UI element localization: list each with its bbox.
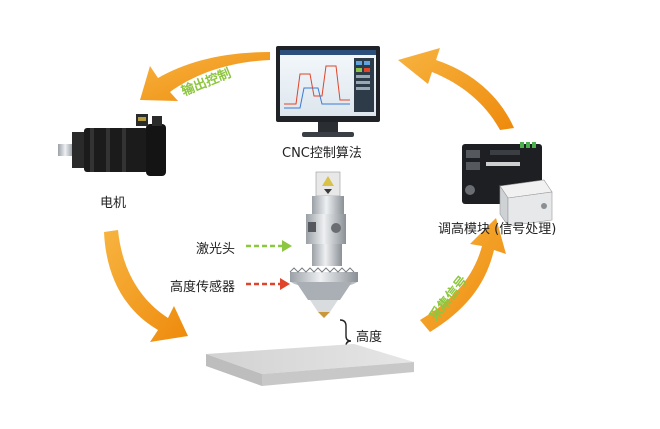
flow-arrow-motor-to-plate bbox=[104, 230, 188, 342]
monitor-icon bbox=[276, 46, 380, 137]
height-controller-module-icon bbox=[462, 142, 553, 227]
workpiece-plate-icon bbox=[206, 344, 414, 386]
height-module-label: 调高模块 (信号处理) bbox=[438, 222, 557, 237]
motor-label: 电机 bbox=[100, 196, 127, 211]
cnc-algorithm-label: CNC控制算法 bbox=[282, 146, 362, 161]
laser-cutting-head-icon bbox=[289, 171, 358, 318]
flow-arrow-module-to-cnc bbox=[398, 48, 514, 130]
servo-motor-icon bbox=[58, 114, 166, 176]
laser-head-label: 激光头 bbox=[196, 242, 236, 257]
height-label: 高度 bbox=[356, 330, 383, 345]
height-sensor-label: 高度传感器 bbox=[170, 280, 236, 295]
flow-arrow-collect-signal bbox=[420, 218, 506, 332]
flow-arrow-output-control bbox=[140, 52, 270, 101]
height-sensor-pointer-arrow bbox=[246, 278, 290, 290]
laser-head-pointer-arrow bbox=[246, 240, 292, 252]
